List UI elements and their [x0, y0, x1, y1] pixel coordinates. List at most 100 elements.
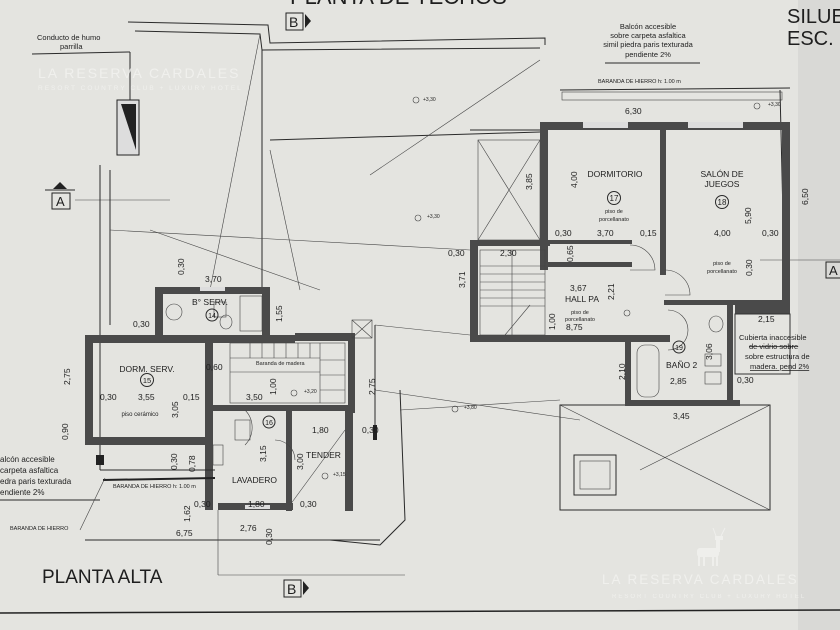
- svg-text:+3,15: +3,15: [333, 472, 346, 478]
- svg-text:1,00: 1,00: [268, 378, 278, 395]
- svg-text:porcellanato: porcellanato: [565, 317, 595, 323]
- svg-text:B: B: [287, 581, 296, 597]
- section-marker-a: A: [45, 182, 170, 210]
- svg-text:endiente 2%: endiente 2%: [0, 488, 44, 497]
- svg-text:3,55: 3,55: [138, 392, 155, 402]
- svg-text:0,30: 0,30: [169, 453, 179, 470]
- covering-note: Cubierta inaccesible de vidrio sobre sob…: [739, 333, 810, 371]
- svg-text:0,30: 0,30: [194, 499, 211, 509]
- scale-label: ESC.: [787, 28, 834, 50]
- svg-text:0,30: 0,30: [555, 228, 572, 238]
- svg-text:14: 14: [208, 313, 216, 320]
- svg-text:6,30: 6,30: [625, 106, 642, 116]
- section-marker-b-bottom: B: [283, 579, 309, 598]
- svg-text:0,78: 0,78: [187, 455, 197, 472]
- svg-text:15: 15: [143, 376, 151, 385]
- svg-text:madera. pend 2%: madera. pend 2%: [750, 362, 810, 371]
- svg-text:sobre carpeta asfaltica: sobre carpeta asfaltica: [610, 31, 686, 40]
- svg-text:3,71: 3,71: [457, 271, 467, 288]
- room-hall: HALL PA piso de porcellanato 8,75: [565, 294, 599, 332]
- svg-text:0,30: 0,30: [133, 319, 150, 329]
- svg-text:3,05: 3,05: [170, 401, 180, 418]
- balcony-note-right: Balcón accesible sobre carpeta asfaltica…: [603, 22, 700, 64]
- svg-text:0,90: 0,90: [60, 423, 70, 440]
- svg-text:0,60: 0,60: [206, 362, 223, 372]
- svg-text:A: A: [56, 194, 65, 209]
- svg-text:+3,30: +3,30: [768, 102, 781, 108]
- upper-left-block: [0, 287, 405, 576]
- svg-text:+3,30: +3,30: [423, 97, 436, 103]
- roof-outline: [99, 21, 791, 546]
- svg-text:1,80: 1,80: [312, 425, 329, 435]
- svg-text:pendiente 2%: pendiente 2%: [625, 50, 671, 59]
- room-bano-2: 19 BAÑO 2: [666, 340, 697, 370]
- svg-text:3,85: 3,85: [524, 173, 534, 190]
- svg-text:2,75: 2,75: [62, 368, 72, 385]
- svg-text:B: B: [289, 14, 298, 30]
- svg-text:RESORT COUNTRY CLUB + LUXURY H: RESORT COUNTRY CLUB + LUXURY HOTEL: [612, 594, 806, 600]
- svg-text:piso cerámico: piso cerámico: [121, 412, 159, 418]
- svg-text:6,75: 6,75: [176, 528, 193, 538]
- svg-text:3,70: 3,70: [205, 274, 222, 284]
- svg-text:BAÑO 2: BAÑO 2: [666, 360, 697, 370]
- room-lavadero: 16 LAVADERO: [232, 415, 277, 485]
- svg-text:18: 18: [718, 198, 727, 207]
- svg-text:0,15: 0,15: [183, 392, 200, 402]
- svg-text:DORMITORIO: DORMITORIO: [587, 169, 642, 179]
- svg-text:Cubierta inaccesible: Cubierta inaccesible: [739, 333, 807, 342]
- svg-text:edra paris texturada: edra paris texturada: [0, 477, 72, 486]
- upper-right-block: [470, 122, 791, 406]
- svg-text:DORM. SERV.: DORM. SERV.: [119, 364, 174, 374]
- room-dormitorio: DORMITORIO 17 piso de porcellanato: [587, 169, 642, 223]
- svg-text:0,30: 0,30: [300, 499, 317, 509]
- svg-text:de vidrio sobre: de vidrio sobre: [749, 342, 798, 351]
- watermark-top-name: LA RESERVA CARDALES: [38, 65, 240, 81]
- svg-text:16: 16: [265, 420, 273, 427]
- svg-text:3,50: 3,50: [246, 392, 263, 402]
- level-crosshair-icons: [290, 96, 761, 480]
- svg-text:LAVADERO: LAVADERO: [232, 475, 277, 485]
- svg-text:0,30: 0,30: [737, 375, 754, 385]
- svg-text:porcellanato: porcellanato: [707, 269, 737, 275]
- balcony-note-left: alcón accesible carpeta asfaltica edra p…: [0, 455, 72, 497]
- chimney-note: Conducto de humo: [37, 33, 100, 42]
- svg-text:sobre estructura de: sobre estructura de: [745, 352, 810, 361]
- stair-railing-label: Baranda de madera: [256, 361, 306, 367]
- svg-text:0,30: 0,30: [744, 259, 754, 276]
- room-dorm-serv: DORM. SERV. 15 piso cerámico: [119, 364, 174, 418]
- section-marker-b-top: B: [285, 12, 311, 31]
- svg-text:+3,30: +3,30: [427, 214, 440, 220]
- svg-text:0,30: 0,30: [176, 258, 186, 275]
- svg-text:Balcón accesible: Balcón accesible: [620, 22, 676, 31]
- svg-text:1,80: 1,80: [248, 499, 265, 509]
- svg-text:A: A: [829, 263, 838, 278]
- svg-text:piso de: piso de: [605, 209, 623, 215]
- svg-text:3,00: 3,00: [295, 453, 305, 470]
- svg-text:2,21: 2,21: [606, 283, 616, 300]
- svg-text:3,67: 3,67: [570, 283, 587, 293]
- level-markers: +3,30 +3,30 +3,20 +3,15 +3,80 +3,30: [304, 97, 781, 478]
- watermark-top-tagline: RESORT COUNTRY CLUB + LUXURY HOTEL: [38, 85, 243, 92]
- room-salon-de-juegos: SALÓN DE JUEGOS 18 piso de porcellanato: [701, 169, 744, 275]
- svg-text:piso de: piso de: [713, 261, 731, 267]
- watermark-logo: LA RESERVA CARDALES RESORT COUNTRY CLUB …: [602, 527, 806, 600]
- svg-text:2,76: 2,76: [240, 523, 257, 533]
- svg-text:0,30: 0,30: [362, 425, 379, 435]
- railing-label-top: BARANDA DE HIERRO h: 1.00 m: [598, 79, 681, 85]
- railing-label-bottom: BARANDA DE HIERRO: [10, 526, 69, 532]
- svg-text:0,65: 0,65: [565, 245, 575, 262]
- sheet-title: PLANTA ALTA: [42, 567, 163, 588]
- svg-text:4,00: 4,00: [569, 171, 579, 188]
- svg-text:alcón accesible: alcón accesible: [0, 455, 55, 464]
- section-marker-a-right: A: [760, 259, 840, 279]
- svg-text:17: 17: [610, 194, 619, 203]
- svg-text:0,30: 0,30: [264, 528, 274, 545]
- svg-text:+3,20: +3,20: [304, 389, 317, 395]
- svg-text:0,30: 0,30: [100, 392, 117, 402]
- deer-icon: [697, 527, 726, 566]
- svg-text:porcellanato: porcellanato: [599, 217, 629, 223]
- room-tender: TENDER: [306, 450, 341, 460]
- svg-text:1,55: 1,55: [274, 305, 284, 322]
- svg-text:3,15: 3,15: [258, 445, 268, 462]
- svg-text:6,50: 6,50: [800, 188, 810, 205]
